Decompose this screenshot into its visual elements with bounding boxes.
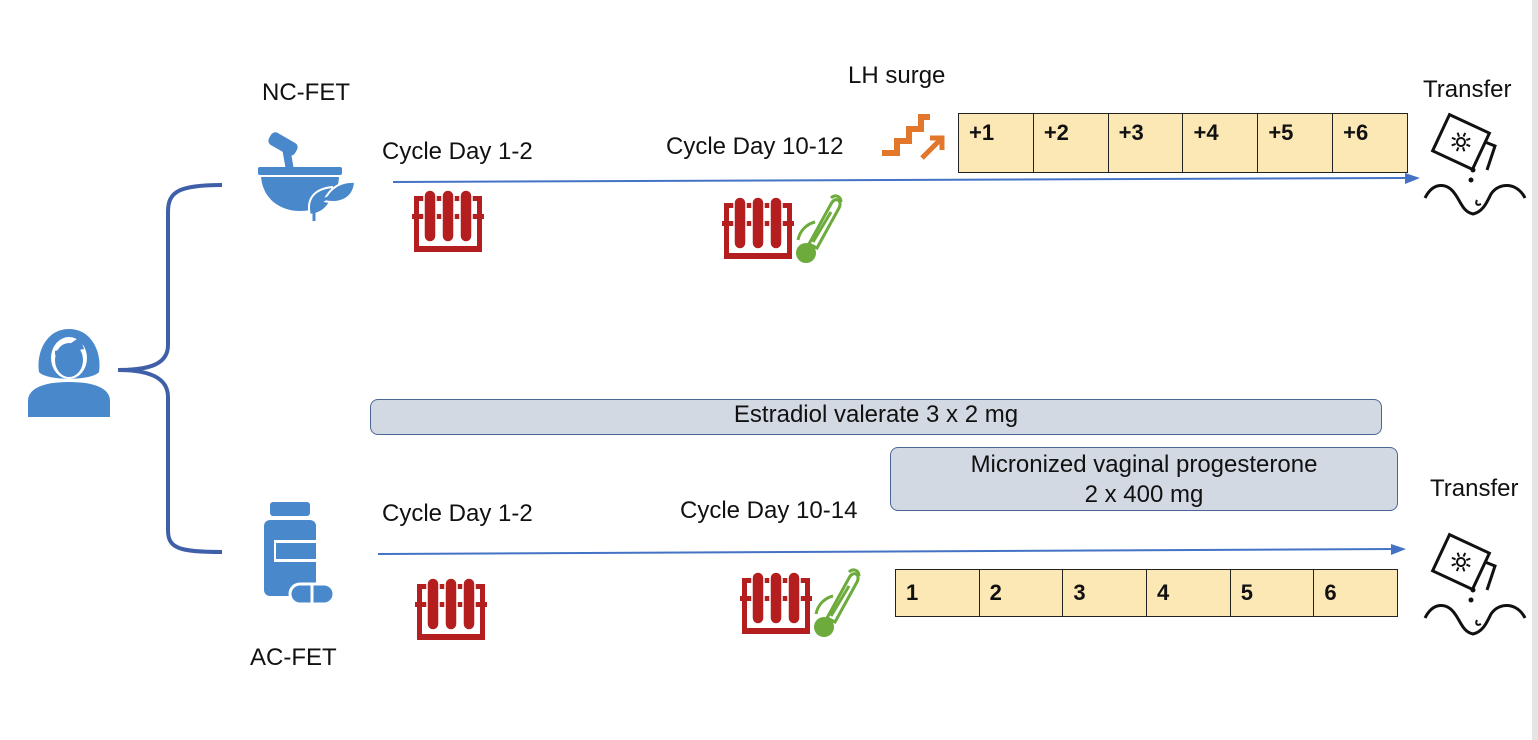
embryo-transfer-icon [1423, 532, 1527, 636]
blood-test-tubes-icon [412, 189, 484, 252]
nc-mid-label: Cycle Day 10-12 [666, 133, 844, 160]
woman-icon [28, 329, 110, 417]
mortar-herb-icon [258, 132, 357, 221]
nc-day-cell: +4 [1183, 114, 1259, 172]
nc-day-cell: +2 [1034, 114, 1109, 172]
ac-day-cell: 5 [1231, 570, 1315, 616]
nc-day-cell: +5 [1258, 114, 1334, 172]
ultrasound-probe-icon [796, 194, 843, 263]
blood-test-tubes-icon [740, 571, 812, 634]
blood-test-tubes-icon [722, 196, 794, 259]
lh-surge-label: LH surge [848, 62, 946, 89]
ac-day-cell: 1 [896, 570, 980, 616]
ac-day-grid: 1 2 3 4 5 6 [895, 569, 1398, 617]
nc-start-label: Cycle Day 1-2 [382, 138, 533, 165]
nc-day-cell: +3 [1109, 114, 1184, 172]
ac-transfer-label: Transfer [1430, 475, 1519, 502]
progesterone-label-line2: 2 x 400 mg [1084, 481, 1204, 508]
estradiol-label: Estradiol valerate 3 x 2 mg [733, 401, 1019, 428]
ac-start-label: Cycle Day 1-2 [382, 500, 533, 527]
ac-mid-label: Cycle Day 10-14 [680, 497, 858, 524]
nc-day-cell: +1 [959, 114, 1034, 172]
ac-day-cell: 4 [1147, 570, 1231, 616]
estradiol-bar: Estradiol valerate 3 x 2 mg [370, 399, 1382, 435]
progesterone-bar: Micronized vaginal progesterone 2 x 400 … [890, 447, 1398, 511]
ultrasound-probe-icon [814, 568, 861, 637]
pill-bottle-icon [264, 502, 336, 606]
rising-stairs-icon [882, 114, 945, 160]
ac-day-cell: 3 [1063, 570, 1148, 616]
nc-day-cell: +6 [1343, 120, 1369, 145]
ac-fet-label: AC-FET [250, 644, 337, 671]
blood-test-tubes-icon [415, 577, 487, 640]
embryo-transfer-icon [1423, 112, 1527, 216]
nc-fet-label: NC-FET [262, 79, 350, 106]
nc-day-grid: +1 +2 +3 +4 +5 +6 [958, 113, 1408, 173]
ac-day-cell: 2 [980, 570, 1064, 616]
window-edge [1532, 0, 1538, 740]
progesterone-label-line1: Micronized vaginal progesterone [970, 451, 1318, 478]
ac-day-cell: 6 [1324, 580, 1337, 605]
nc-transfer-label: Transfer [1423, 76, 1512, 103]
